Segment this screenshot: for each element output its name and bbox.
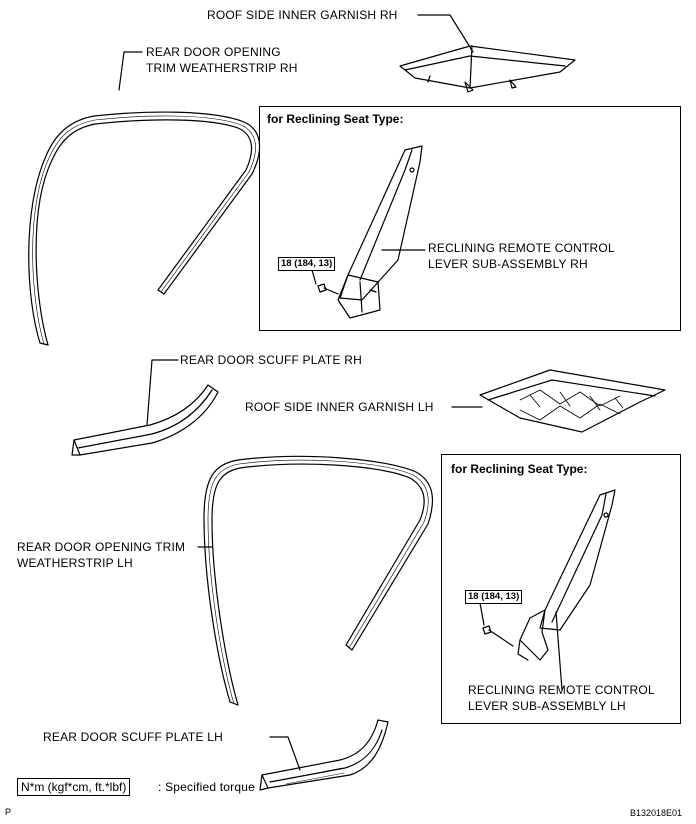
footer-page-code: P	[5, 807, 12, 817]
reclining-seat-box-lh	[441, 454, 681, 724]
label-weatherstrip-rh-line1: REAR DOOR OPENING	[146, 45, 281, 59]
scuff-plate-rh-part	[71, 384, 219, 456]
label-reclining-lever-lh-line2: LEVER SUB-ASSEMBLY LH	[468, 699, 626, 713]
leader-scuff-lh	[269, 736, 301, 771]
label-reclining-lever-rh-line2: LEVER SUB-ASSEMBLY RH	[428, 257, 588, 271]
label-roof-side-inner-garnish-rh: ROOF SIDE INNER GARNISH RH	[207, 8, 398, 22]
reclining-seat-box-rh-title: for Reclining Seat Type:	[267, 112, 404, 126]
roof-side-inner-garnish-rh-part	[399, 45, 576, 93]
label-reclining-lever-rh-line1: RECLINING REMOTE CONTROL	[428, 241, 615, 255]
label-roof-side-inner-garnish-lh: ROOF SIDE INNER GARNISH LH	[245, 400, 434, 414]
leader-torque-lh	[479, 602, 485, 626]
label-weatherstrip-rh-line2: TRIM WEATHERSTRIP RH	[146, 61, 298, 75]
torque-spec-rh: 18 (184, 13)	[278, 257, 336, 271]
torque-legend-text: : Specified torque	[158, 780, 255, 794]
roof-side-inner-garnish-lh-part	[479, 369, 666, 433]
label-scuff-plate-rh: REAR DOOR SCUFF PLATE RH	[180, 353, 362, 367]
weatherstrip-rh-part	[28, 111, 261, 346]
leader-lever-lh	[555, 611, 563, 691]
reclining-seat-box-rh	[259, 106, 681, 331]
torque-spec-lh: 18 (184, 13)	[465, 590, 523, 604]
footer-figure-id: B132018E01	[630, 808, 683, 818]
torque-legend-unit: N*m (kgf*cm, ft.*lbf)	[17, 778, 131, 796]
reclining-lever-lh-part	[482, 489, 616, 661]
weatherstrip-lh-part	[203, 455, 434, 706]
leader-scuff-rh	[146, 359, 179, 426]
label-weatherstrip-lh-line1: REAR DOOR OPENING TRIM	[17, 540, 186, 554]
reclining-seat-box-lh-title: for Reclining Seat Type:	[451, 462, 588, 476]
leader-torque-rh	[311, 269, 317, 285]
scuff-plate-lh-part	[259, 719, 389, 791]
label-scuff-plate-lh: REAR DOOR SCUFF PLATE LH	[43, 730, 223, 744]
leader-roof-rh	[417, 14, 474, 53]
leader-weatherstrip-rh	[118, 51, 143, 91]
label-reclining-lever-lh-line1: RECLINING REMOTE CONTROL	[468, 683, 655, 697]
reclining-lever-rh-part	[317, 145, 423, 319]
label-weatherstrip-lh-line2: WEATHERSTRIP LH	[17, 556, 133, 570]
